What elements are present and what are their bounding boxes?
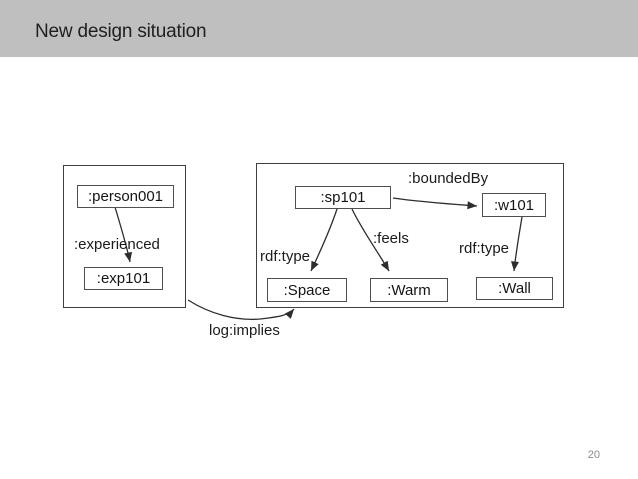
node-exp101: :exp101 [84, 267, 163, 290]
asserted-graph-group-box [63, 165, 186, 308]
node-exp101-label: :exp101 [96, 270, 151, 287]
implied-graph-group-box [256, 163, 564, 308]
node-space: :Space [267, 278, 347, 302]
slide-page-number: 20 [587, 449, 600, 461]
edge-label-rdftype-space: rdf:type [260, 248, 311, 265]
slide-title: New design situation [35, 20, 207, 42]
node-warm: :Warm [370, 278, 448, 302]
node-space-label: :Space [283, 281, 331, 299]
node-person001: :person001 [77, 185, 174, 208]
node-w101: :w101 [482, 193, 546, 217]
node-person001-label: :person001 [87, 188, 164, 205]
node-warm-label: :Warm [387, 281, 431, 299]
node-w101-label: :w101 [493, 196, 535, 214]
node-wall: :Wall [476, 277, 553, 300]
node-wall-label: :Wall [498, 280, 531, 297]
edge-label-rdftype-wall: rdf:type [459, 240, 510, 257]
edge-label-log-implies: log:implies [209, 322, 280, 339]
edge-label-feels: :feels [373, 230, 409, 247]
edge-label-boundedby: :boundedBy [408, 170, 489, 187]
slide-title-bar: New design situation [0, 0, 638, 57]
edge-label-experienced: :experienced [74, 236, 160, 253]
node-sp101-label: :sp101 [320, 189, 366, 206]
node-sp101: :sp101 [295, 186, 391, 209]
